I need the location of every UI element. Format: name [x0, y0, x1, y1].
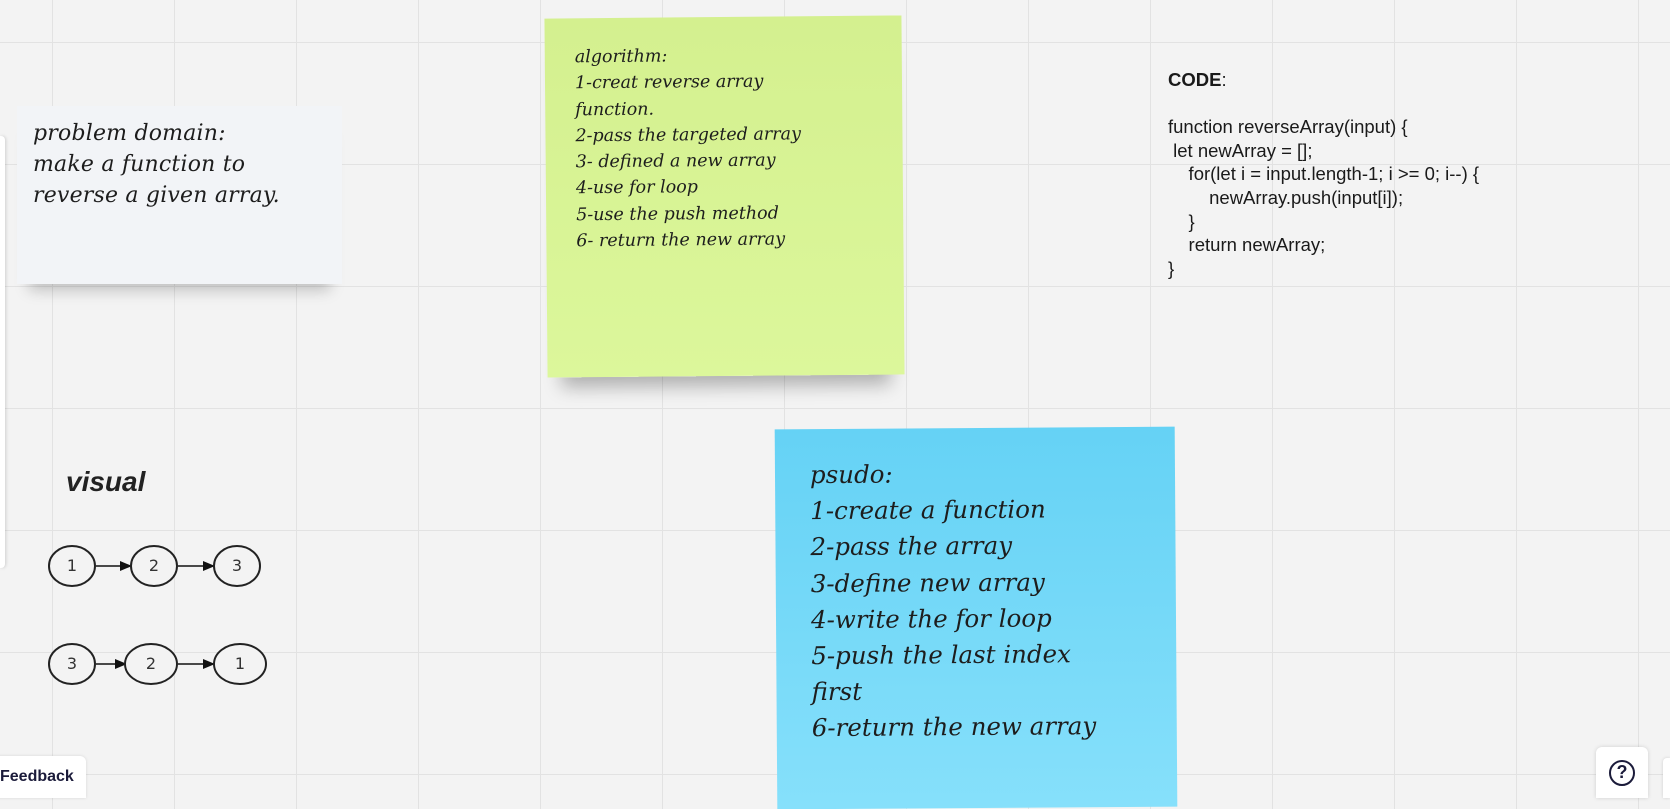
note-line: psudo: [809, 459, 893, 490]
note-line: problem domain: [33, 121, 226, 146]
note-line: 1-creat reverse array [574, 71, 764, 94]
help-button[interactable]: ? [1596, 747, 1648, 798]
sticky-note-algorithm[interactable]: algorithm: 1-creat reverse array functio… [544, 15, 905, 378]
code-line: for(let i = input.length-1; i >= 0; i--)… [1168, 163, 1480, 185]
note-line: algorithm: [574, 46, 668, 68]
array-node[interactable] [213, 545, 261, 587]
note-line: 5-push the last index [811, 639, 1072, 671]
sticky-note-problem-domain[interactable]: problem domain: make a function to rever… [17, 106, 342, 284]
array-node-label: 1 [67, 556, 77, 575]
array-node[interactable] [48, 545, 96, 587]
note-line: make a function to [33, 152, 246, 177]
code-title: CODE [1168, 69, 1222, 90]
array-node[interactable] [124, 643, 178, 685]
code-title-colon: : [1221, 69, 1227, 90]
array-node[interactable] [213, 643, 267, 685]
note-line: 6- return the new array [576, 229, 786, 252]
right-edge-widget[interactable] [1663, 758, 1670, 798]
array-node-label: 2 [149, 556, 159, 575]
feedback-button[interactable]: Feedback [0, 756, 86, 798]
note-line: function. [575, 99, 655, 120]
note-line: 6-return the new array [811, 711, 1097, 743]
code-line: return newArray; [1168, 234, 1326, 256]
code-blank-line [1168, 92, 1479, 116]
note-line: 2-pass the targeted array [575, 124, 802, 147]
array-node[interactable] [48, 643, 96, 685]
code-line: newArray.push(input[i]); [1168, 186, 1404, 208]
code-line: let newArray = []; [1168, 139, 1313, 161]
note-line: 1-create a function [810, 494, 1046, 526]
note-line: 3-define new array [810, 567, 1045, 598]
note-line: 4-use for loop [575, 177, 699, 199]
array-node-label: 2 [146, 654, 156, 673]
code-text-block[interactable]: CODE: function reverseArray(input) { let… [1168, 68, 1479, 280]
note-line: reverse a given array. [33, 183, 280, 208]
array-node[interactable] [130, 545, 178, 587]
sticky-note-psudo[interactable]: psudo: 1-create a function 2-pass the ar… [774, 426, 1178, 809]
code-heading: CODE: [1168, 68, 1479, 92]
question-circle-icon: ? [1609, 759, 1635, 786]
code-line: } [1168, 210, 1195, 232]
array-diagram[interactable]: 1 2 3 3 2 1 [0, 0, 300, 720]
note-line: 2-pass the array [810, 531, 1013, 562]
left-panel-edge[interactable] [0, 136, 5, 568]
array-node-label: 3 [67, 654, 77, 673]
array-node-label: 1 [235, 654, 245, 673]
code-line: } [1168, 257, 1175, 279]
code-line: function reverseArray(input) { [1168, 116, 1408, 138]
note-line: 3- defined a new array [575, 150, 776, 173]
original-array-row[interactable]: 1 2 3 [48, 545, 261, 587]
note-line: first [811, 677, 863, 707]
note-line: 5-use the push method [576, 203, 779, 226]
reversed-array-row[interactable]: 3 2 1 [48, 643, 267, 685]
visual-title[interactable]: visual [66, 466, 146, 497]
note-line: 4-write the for loop [810, 603, 1052, 634]
array-node-label: 3 [232, 556, 242, 575]
